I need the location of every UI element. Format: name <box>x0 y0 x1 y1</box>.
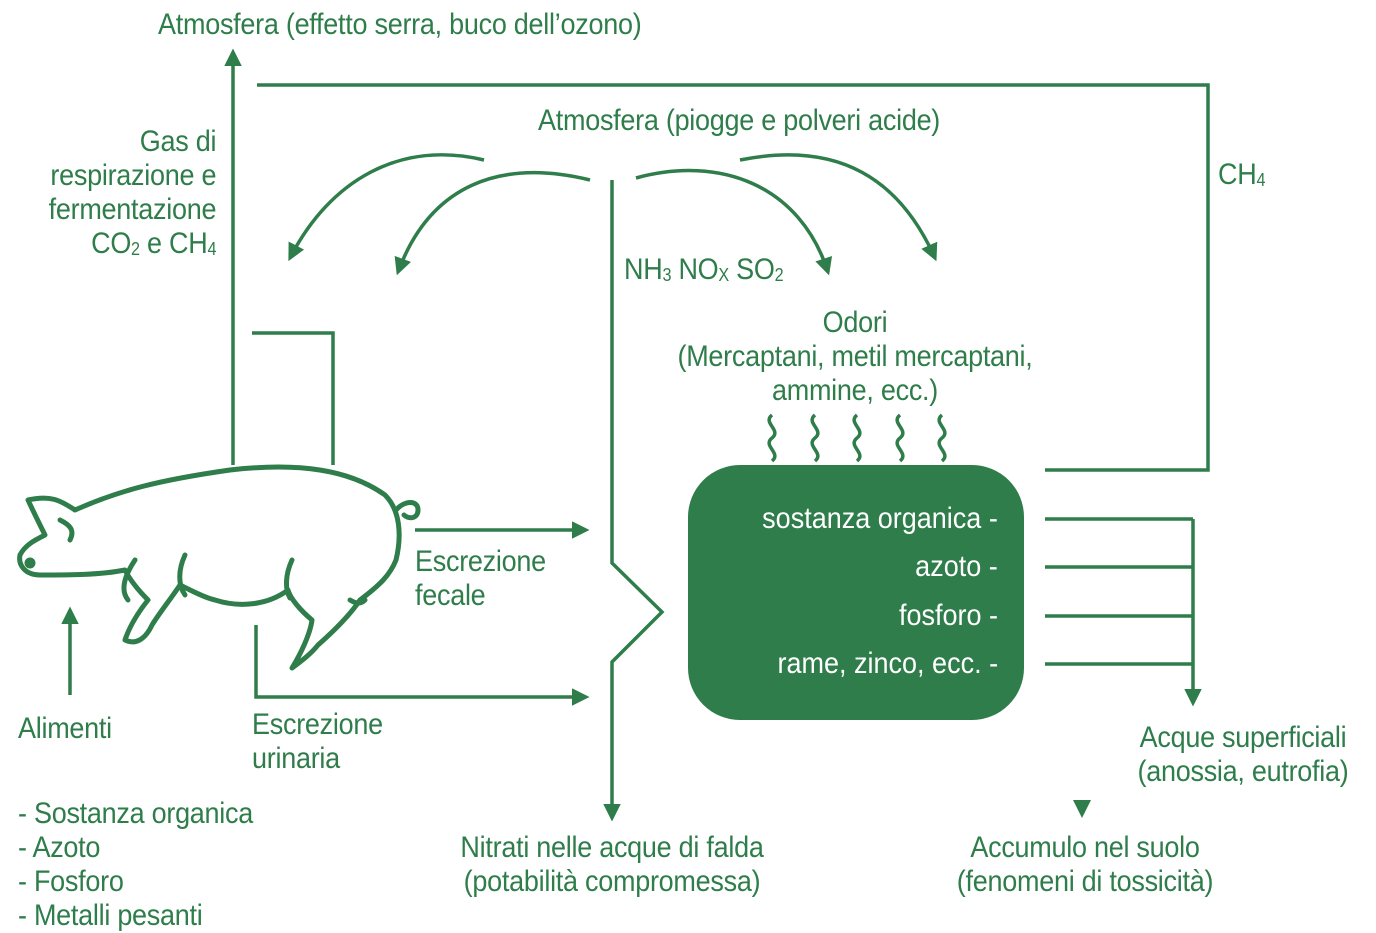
escrezione-fecale-label: Escrezione fecale <box>415 545 546 612</box>
odor-wave-icon <box>767 413 947 463</box>
acque-superficiali-label: Acque superficiali (anossia, eutrofia) <box>1137 721 1349 788</box>
gas-formula: CO2 e CH4 <box>90 227 216 260</box>
pig-icon <box>17 464 421 671</box>
box-item-phosphorus: fosforo - <box>898 599 998 632</box>
ch4-label: CH4 <box>1218 158 1266 191</box>
box-item-organic: sostanza organica - <box>762 502 998 535</box>
gas-line-2: respirazione e <box>50 159 217 192</box>
emissions-label: NH3 NOX SO2 <box>624 253 784 286</box>
curve-arrow-2 <box>394 171 591 276</box>
urinary-arrow <box>254 625 590 706</box>
atmosphere-acid-label: Atmosfera (piogge e polveri acide) <box>538 104 941 137</box>
manure-box: sostanza organica - azoto - fosforo - ra… <box>688 465 1024 720</box>
nitrati-label: Nitrati nelle acque di falda (potabilità… <box>460 831 764 898</box>
box-item-metals: rame, zinco, ecc. - <box>777 647 998 680</box>
ch4-line <box>257 83 1210 472</box>
escrezione-urinaria-label: Escrezione urinaria <box>252 708 383 775</box>
bracket-line <box>252 331 335 465</box>
curve-arrow-1 <box>288 153 485 262</box>
gas-line-3: fermentazione <box>48 193 216 226</box>
box-item-nitrogen: azoto - <box>915 550 998 583</box>
accumulo-label: Accumulo nel suolo (fenomeni di tossicit… <box>956 831 1214 898</box>
curve-arrow-4 <box>739 153 938 262</box>
gas-line-1: Gas di <box>139 125 217 158</box>
gas-label: Gas di respirazione e fermentazione CO2 … <box>48 125 216 266</box>
curve-arrow-3 <box>635 168 833 276</box>
nitrati-arrow <box>603 180 665 822</box>
alimenti-list: - Sostanza organica - Azoto - Fosforo - … <box>18 797 254 932</box>
atmosphere-top-label: Atmosfera (effetto serra, buco dell’ozon… <box>158 8 642 41</box>
accumulo-arrow <box>1073 800 1091 818</box>
odori-label: Odori (Mercaptani, metil mercaptani, amm… <box>677 306 1033 407</box>
alimenti-label: Alimenti <box>18 712 112 745</box>
